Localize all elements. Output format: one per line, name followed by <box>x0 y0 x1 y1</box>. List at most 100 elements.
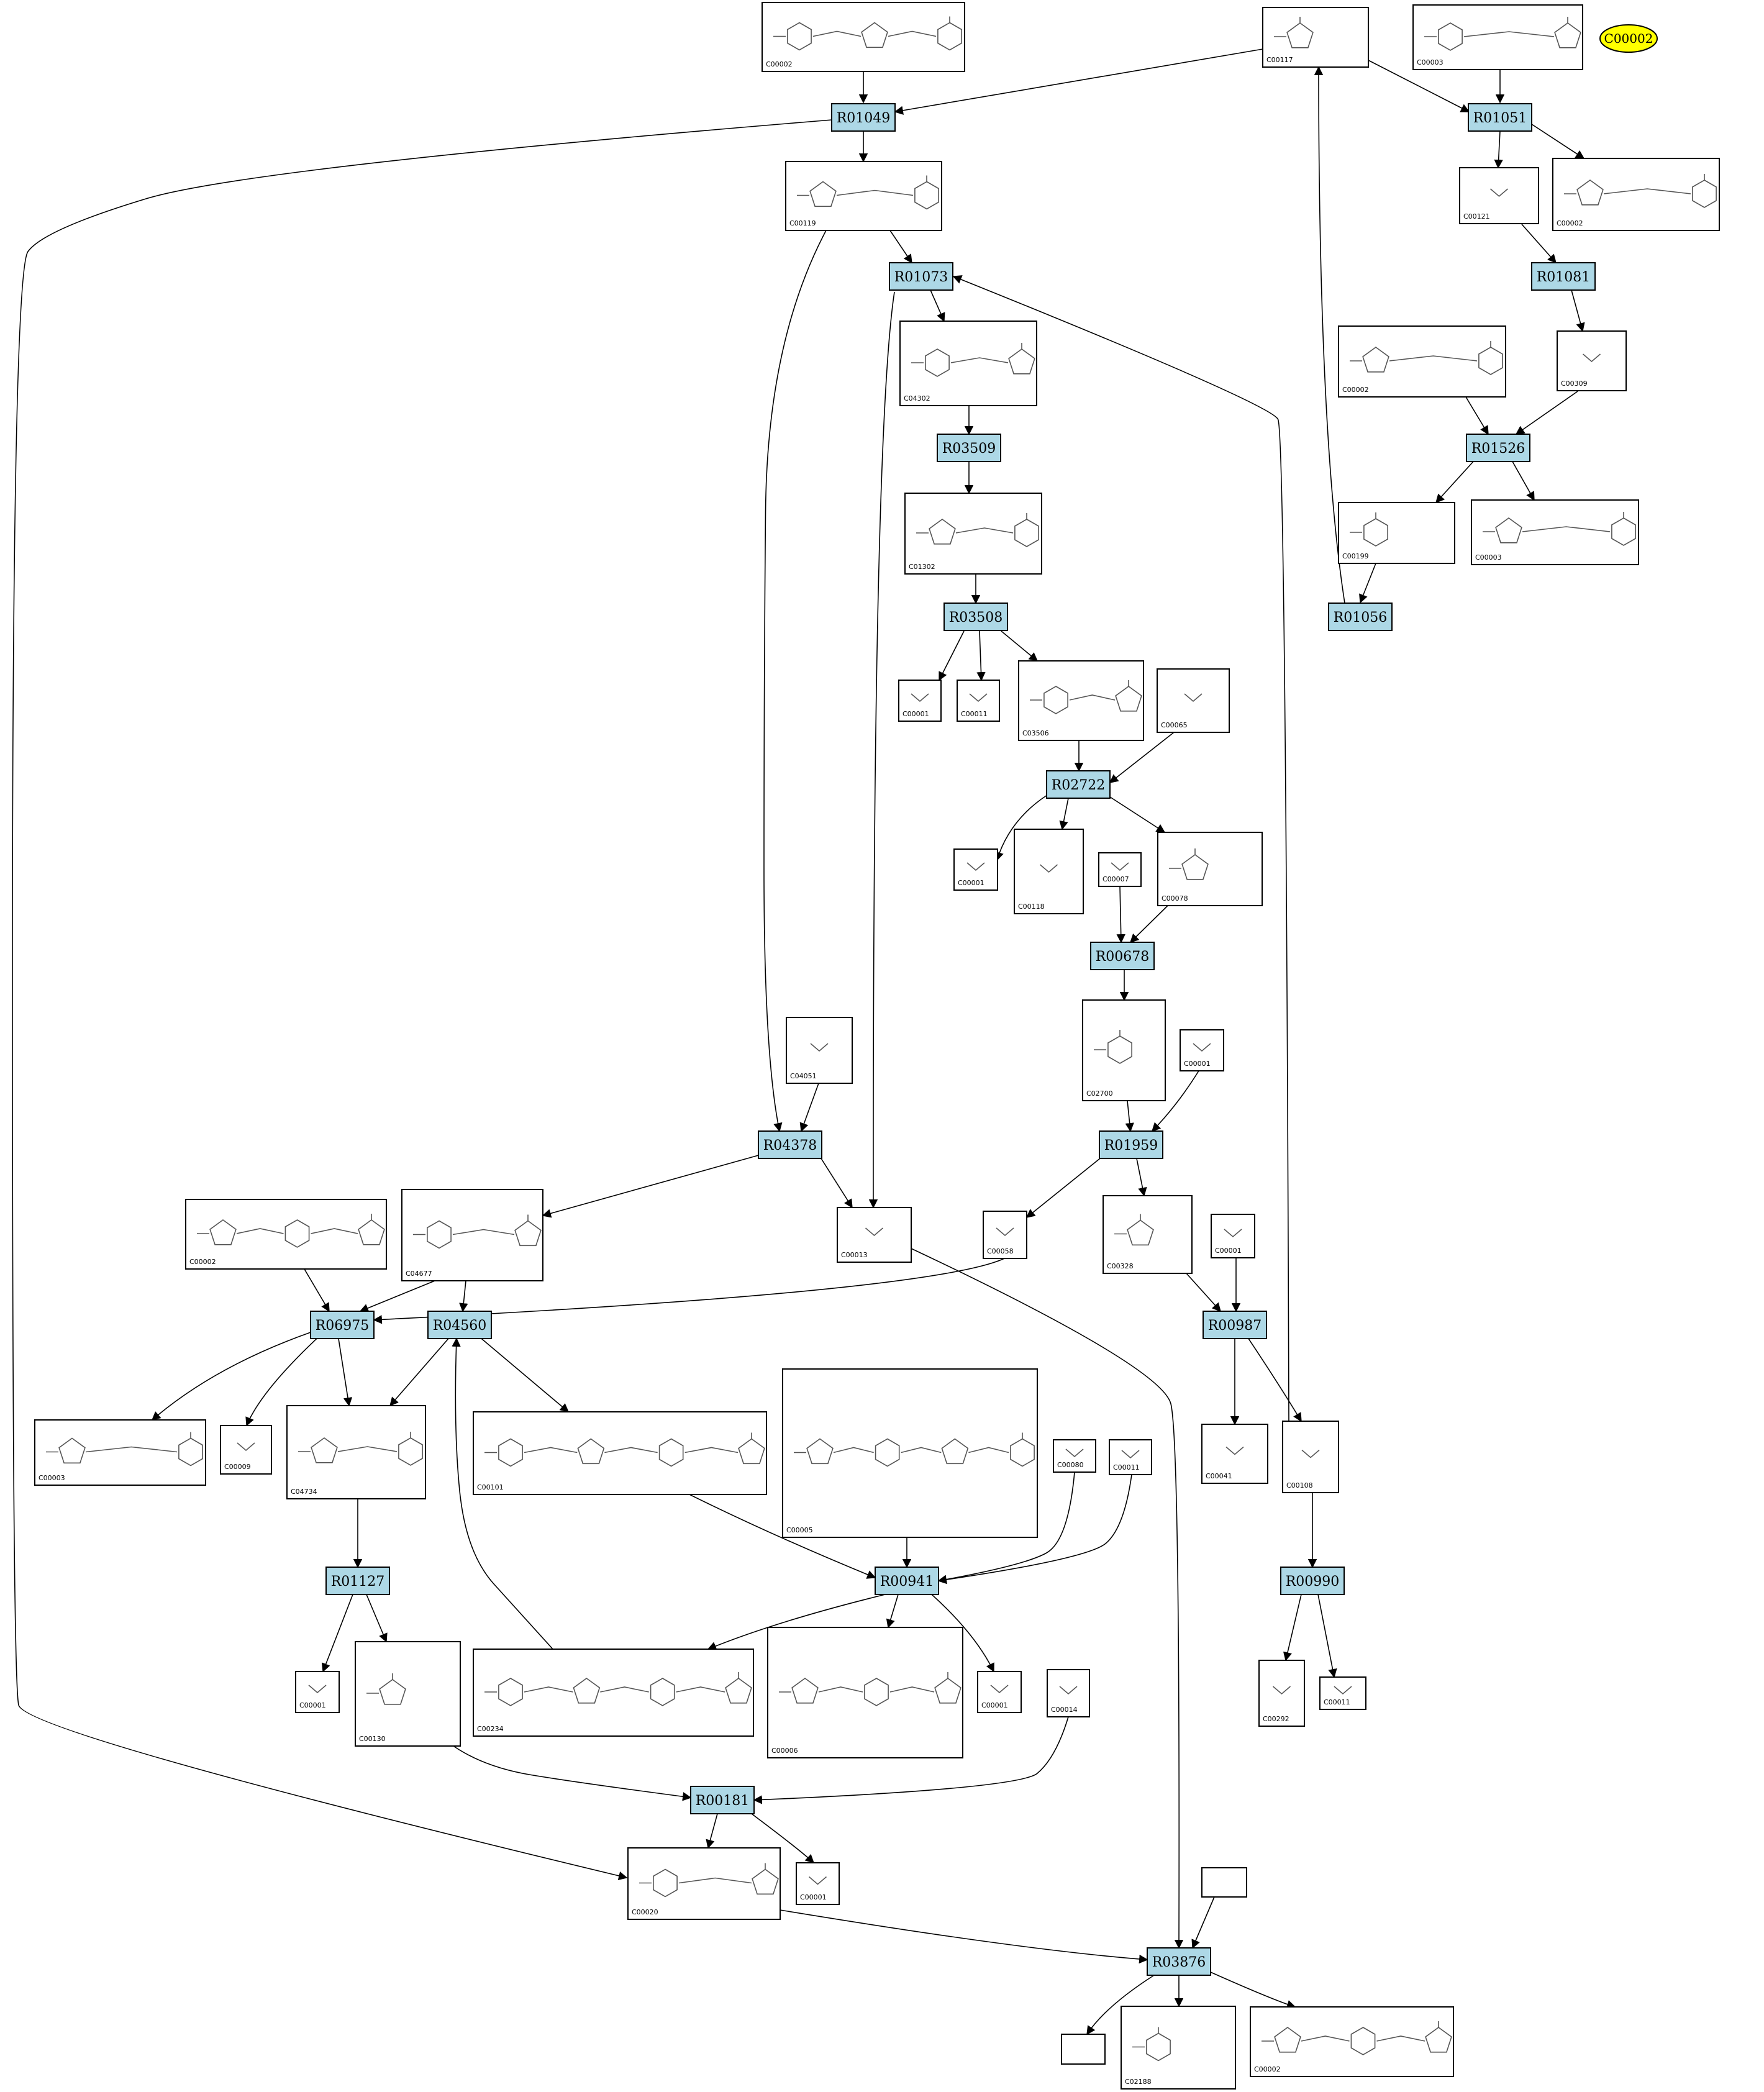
compound-box[interactable] <box>1061 2034 1106 2065</box>
compound-node[interactable]: C00001 <box>977 1671 1022 1713</box>
compound-node[interactable]: C00118 <box>1014 829 1084 914</box>
reaction-node[interactable]: R01127 <box>325 1567 390 1595</box>
compound-box[interactable] <box>837 1207 912 1263</box>
compound-box[interactable] <box>1014 829 1084 914</box>
reaction-box[interactable] <box>943 603 1008 631</box>
compound-node[interactable]: C00041 <box>1201 1424 1268 1484</box>
compound-node[interactable]: C00001 <box>898 680 942 722</box>
compound-node[interactable]: C00119 <box>785 161 942 231</box>
reaction-node[interactable]: R04378 <box>758 1130 822 1159</box>
compound-node[interactable] <box>1061 2034 1106 2065</box>
compound-box[interactable] <box>1180 1029 1224 1071</box>
highlight-node[interactable]: C00002 <box>1599 24 1658 53</box>
reaction-box[interactable] <box>758 1130 822 1159</box>
compound-node[interactable]: C00078 <box>1157 832 1263 906</box>
compound-node[interactable]: C03506 <box>1018 660 1144 741</box>
compound-node[interactable]: C00011 <box>957 680 1000 722</box>
compound-box[interactable] <box>34 1419 206 1486</box>
reaction-box[interactable] <box>875 1567 939 1595</box>
compound-box[interactable] <box>1018 660 1144 741</box>
compound-node[interactable]: C00020 <box>627 1847 781 1920</box>
compound-node[interactable]: C02700 <box>1082 999 1166 1101</box>
compound-box[interactable] <box>782 1368 1038 1538</box>
reaction-box[interactable] <box>1203 1311 1267 1339</box>
compound-node[interactable]: C00002 <box>185 1199 387 1270</box>
reaction-node[interactable]: R00181 <box>690 1786 755 1814</box>
compound-node[interactable]: C00001 <box>1180 1029 1224 1071</box>
compound-node[interactable]: C00199 <box>1338 502 1455 564</box>
compound-box[interactable] <box>286 1405 426 1499</box>
compound-node[interactable]: C00002 <box>1338 325 1506 398</box>
compound-box[interactable] <box>904 493 1042 575</box>
compound-node[interactable]: C00121 <box>1459 167 1539 224</box>
compound-node[interactable]: C00130 <box>355 1641 461 1747</box>
reaction-box[interactable] <box>1466 434 1530 462</box>
reaction-node[interactable]: R01049 <box>831 103 896 132</box>
compound-box[interactable] <box>1211 1214 1255 1258</box>
compound-node[interactable]: C00003 <box>1412 4 1583 70</box>
compound-node[interactable]: C01302 <box>904 493 1042 575</box>
reaction-box[interactable] <box>1280 1567 1345 1595</box>
reaction-node[interactable]: R06975 <box>310 1311 375 1339</box>
reaction-box[interactable] <box>1531 262 1596 291</box>
compound-box[interactable] <box>1319 1676 1366 1710</box>
reaction-node[interactable]: R00941 <box>875 1567 939 1595</box>
reaction-node[interactable]: R01959 <box>1099 1130 1163 1159</box>
compound-box[interactable] <box>1047 1669 1090 1717</box>
reaction-box[interactable] <box>937 434 1001 462</box>
compound-box[interactable] <box>1338 502 1455 564</box>
compound-node[interactable] <box>1201 1867 1247 1898</box>
reaction-box[interactable] <box>1468 103 1532 132</box>
reaction-box[interactable] <box>889 262 953 291</box>
compound-node[interactable]: C04677 <box>401 1189 543 1281</box>
compound-box[interactable] <box>1201 1867 1247 1898</box>
compound-node[interactable]: C00328 <box>1102 1195 1193 1274</box>
compound-node[interactable]: C00001 <box>295 1671 340 1713</box>
reaction-box[interactable] <box>1090 942 1155 970</box>
compound-node[interactable]: C04051 <box>786 1017 853 1084</box>
reaction-node[interactable]: R01081 <box>1531 262 1596 291</box>
compound-box[interactable] <box>1459 167 1539 224</box>
compound-box[interactable] <box>1121 2006 1236 2090</box>
reaction-box[interactable] <box>690 1786 755 1814</box>
compound-box[interactable] <box>473 1411 767 1495</box>
compound-node[interactable]: C00003 <box>34 1419 206 1486</box>
compound-box[interactable] <box>1082 999 1166 1101</box>
compound-box[interactable] <box>1338 325 1506 398</box>
reaction-node[interactable]: R02722 <box>1046 770 1111 799</box>
compound-box[interactable] <box>1157 832 1263 906</box>
compound-node[interactable]: C00001 <box>1211 1214 1255 1258</box>
compound-box[interactable] <box>767 1627 963 1758</box>
reaction-node[interactable]: R03508 <box>943 603 1008 631</box>
compound-box[interactable] <box>1262 7 1369 68</box>
compound-node[interactable]: C00001 <box>953 848 998 891</box>
reaction-box[interactable] <box>1046 770 1111 799</box>
compound-box[interactable] <box>473 1649 754 1737</box>
reaction-box[interactable] <box>831 103 896 132</box>
compound-box[interactable] <box>1102 1195 1193 1274</box>
compound-node[interactable]: C00014 <box>1047 1669 1090 1717</box>
compound-node[interactable]: C00011 <box>1109 1439 1152 1475</box>
reaction-box[interactable] <box>310 1311 375 1339</box>
compound-box[interactable] <box>1552 158 1720 231</box>
compound-box[interactable] <box>185 1199 387 1270</box>
compound-box[interactable] <box>1471 499 1639 565</box>
compound-node[interactable]: C00117 <box>1262 7 1369 68</box>
compound-node[interactable]: C00002 <box>1250 2006 1454 2077</box>
reaction-node[interactable]: R04560 <box>427 1311 492 1339</box>
reaction-box[interactable] <box>1328 603 1393 631</box>
reaction-node[interactable]: R00678 <box>1090 942 1155 970</box>
compound-node[interactable]: C04302 <box>899 321 1037 406</box>
compound-node[interactable]: C00009 <box>220 1425 272 1475</box>
compound-node[interactable]: C00002 <box>762 2 965 72</box>
reaction-box[interactable] <box>1147 1947 1211 1976</box>
compound-node[interactable]: C00002 <box>1552 158 1720 231</box>
compound-node[interactable]: C00065 <box>1157 668 1230 733</box>
reaction-box[interactable] <box>325 1567 390 1595</box>
reaction-node[interactable]: R01056 <box>1328 603 1393 631</box>
compound-box[interactable] <box>1201 1424 1268 1484</box>
reaction-box[interactable] <box>427 1311 492 1339</box>
compound-node[interactable]: C00101 <box>473 1411 767 1495</box>
compound-box[interactable] <box>1250 2006 1454 2077</box>
compound-node[interactable]: C00309 <box>1557 330 1627 391</box>
